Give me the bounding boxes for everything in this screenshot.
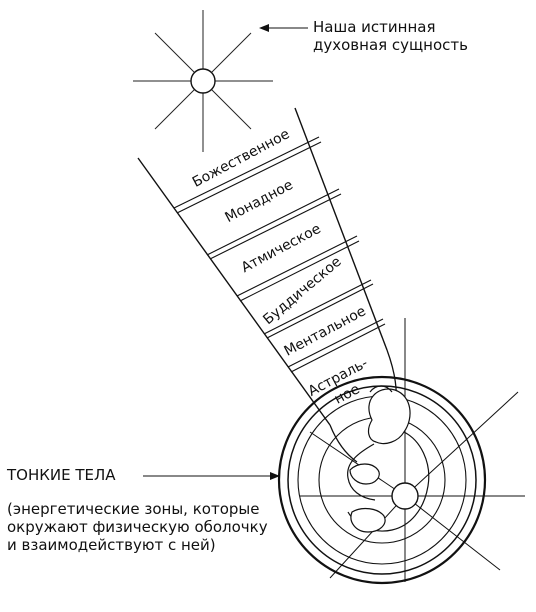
- layer-label-atmic: Атмическое: [239, 221, 324, 276]
- top-label-arrow: [259, 24, 308, 32]
- subtle-bodies-description: (энергетические зоны, которые окружают ф…: [7, 500, 268, 554]
- layer-label-buddhic: Буддическое: [260, 254, 344, 328]
- layer-label-monadic: Монадное: [223, 177, 296, 226]
- cone-layer-dividers: [173, 136, 386, 373]
- spirit-sun-icon: [133, 10, 273, 152]
- top-label-line1: Наша истинная: [313, 18, 436, 36]
- subtle-bodies-desc-line2: окружают физическую оболочку: [7, 518, 268, 536]
- core-radiating-lines: [300, 318, 525, 582]
- fetus-figure: [347, 385, 430, 533]
- top-label-line2: духовная сущность: [313, 36, 468, 54]
- cone-outline: [137, 107, 388, 426]
- subtle-bodies-desc-line3: и взаимодействуют с ней): [7, 536, 216, 554]
- subtle-bodies-title: ТОНКИЕ ТЕЛА: [7, 466, 116, 484]
- subtle-bodies-desc-line1: (энергетические зоны, которые: [7, 500, 260, 518]
- subtle-bodies-arrow: [143, 472, 280, 480]
- core-light-icon: [391, 482, 419, 510]
- top-label: Наша истинная духовная сущность: [313, 18, 468, 54]
- layer-label-mental: Ментальное: [282, 303, 369, 359]
